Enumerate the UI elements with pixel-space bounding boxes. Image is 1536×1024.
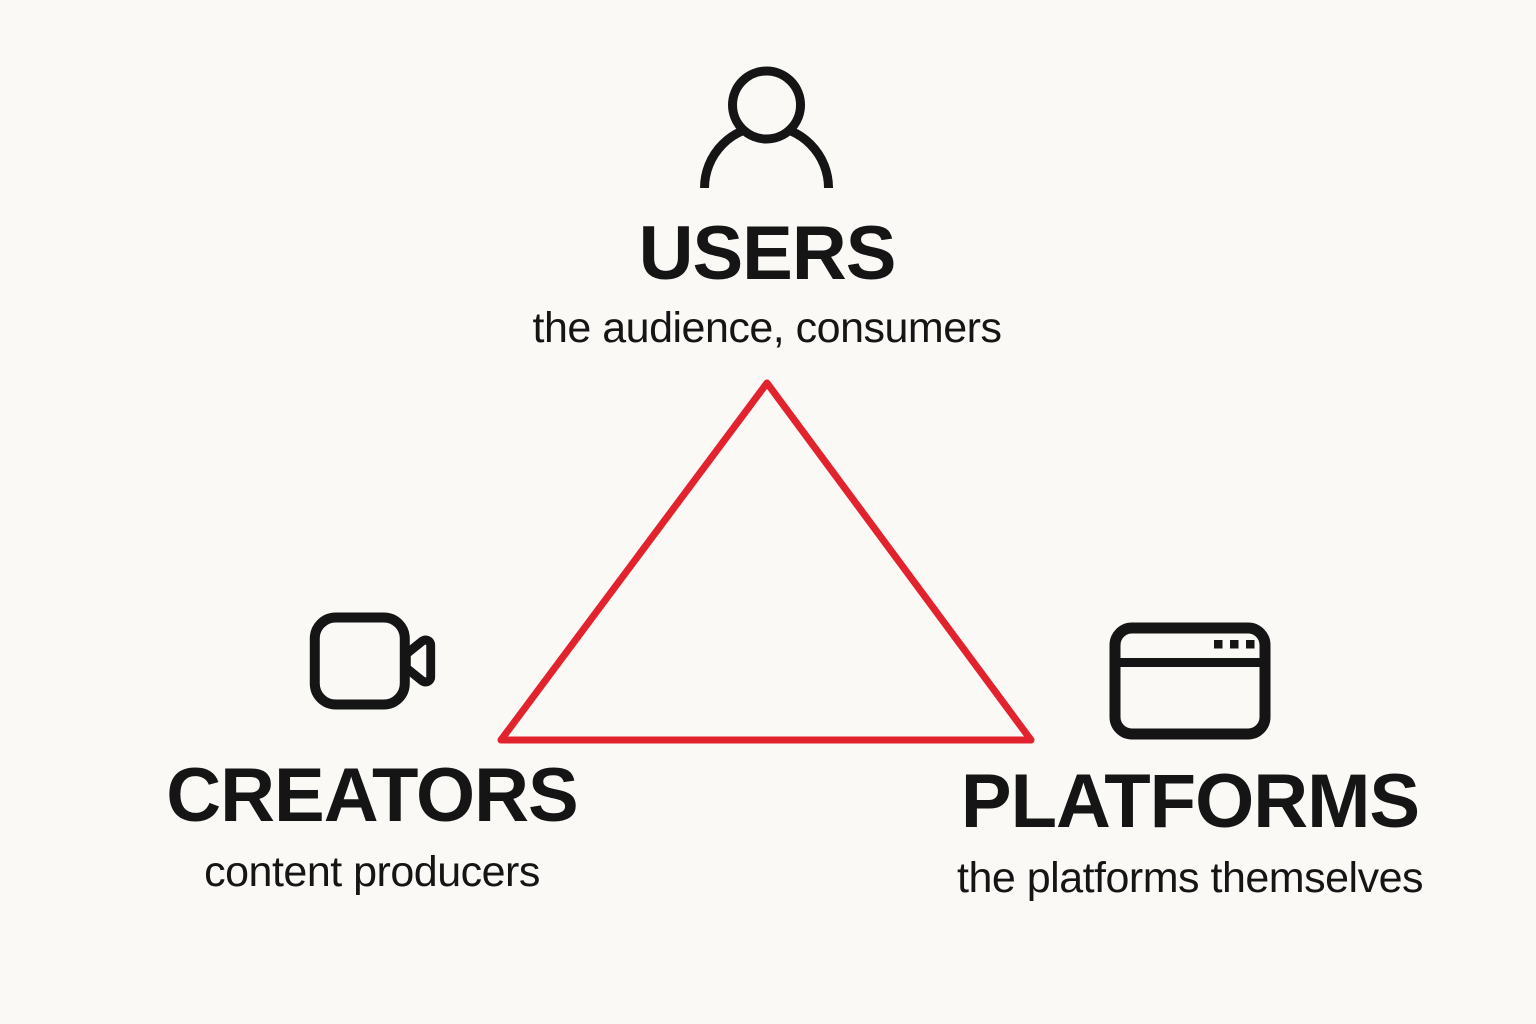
creators-label: CREATORS [166,753,578,838]
node-platforms: PLATFORMS the platforms themselves [957,622,1423,901]
platforms-description: the platforms themselves [957,854,1423,902]
node-creators: CREATORS content producers [166,612,579,896]
creators-description: content producers [204,848,540,896]
users-label: USERS [638,211,897,296]
browser-window-icon [1109,622,1271,740]
platforms-label: PLATFORMS [960,759,1420,844]
video-camera-icon [309,612,435,710]
person-icon [700,66,834,190]
node-users: USERS the audience, consumers [533,66,1002,351]
users-description: the audience, consumers [532,304,1002,352]
